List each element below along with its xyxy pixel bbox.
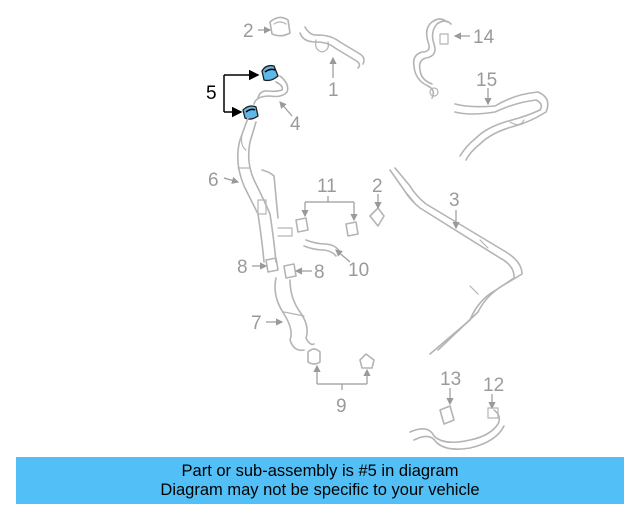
part-11-clamps bbox=[295, 217, 359, 237]
label-7: 7 bbox=[251, 313, 262, 334]
label-15: 15 bbox=[476, 70, 497, 91]
part-15-hose bbox=[454, 91, 549, 161]
part-9-clamps bbox=[307, 348, 375, 369]
part-5-clamp-upper bbox=[261, 64, 279, 82]
label-8-right: 8 bbox=[314, 262, 325, 283]
label-3: 3 bbox=[449, 190, 460, 211]
part-4-hose bbox=[253, 75, 289, 105]
part-14-tube bbox=[412, 18, 452, 99]
part-8-clamps bbox=[265, 257, 297, 279]
label-1: 1 bbox=[328, 80, 339, 101]
label-13: 13 bbox=[440, 369, 461, 390]
part-2-clamp-top bbox=[269, 16, 291, 37]
callout-9 bbox=[313, 364, 371, 390]
part-2-clamp-mid bbox=[369, 207, 385, 227]
part-12-hose bbox=[409, 407, 505, 450]
callout-5 bbox=[223, 69, 260, 118]
part-10-hose bbox=[303, 239, 341, 257]
info-banner: Part or sub-assembly is #5 in diagram Di… bbox=[16, 457, 624, 504]
part-5-clamp-lower bbox=[242, 105, 259, 120]
part-7-hose bbox=[274, 277, 315, 352]
label-2-mid: 2 bbox=[372, 176, 383, 197]
label-10: 10 bbox=[348, 260, 369, 281]
label-2-top: 2 bbox=[243, 21, 254, 42]
label-5: 5 bbox=[206, 83, 217, 104]
callout-11 bbox=[301, 196, 358, 222]
part-3-pipe bbox=[389, 167, 523, 355]
banner-line-2: Diagram may not be specific to your vehi… bbox=[160, 480, 480, 499]
label-11: 11 bbox=[317, 176, 337, 197]
label-12: 12 bbox=[483, 375, 504, 396]
label-8-left: 8 bbox=[237, 257, 248, 278]
label-9: 9 bbox=[336, 396, 347, 417]
banner-line-1: Part or sub-assembly is #5 in diagram bbox=[181, 461, 459, 480]
label-14: 14 bbox=[473, 27, 495, 48]
label-6: 6 bbox=[208, 170, 219, 191]
part-1-hose bbox=[299, 26, 365, 69]
parts-diagram: 2 1 14 15 4 5 bbox=[206, 16, 549, 450]
part-6-hose bbox=[236, 117, 293, 263]
part-13-clamp bbox=[439, 405, 455, 425]
label-4: 4 bbox=[290, 114, 301, 135]
